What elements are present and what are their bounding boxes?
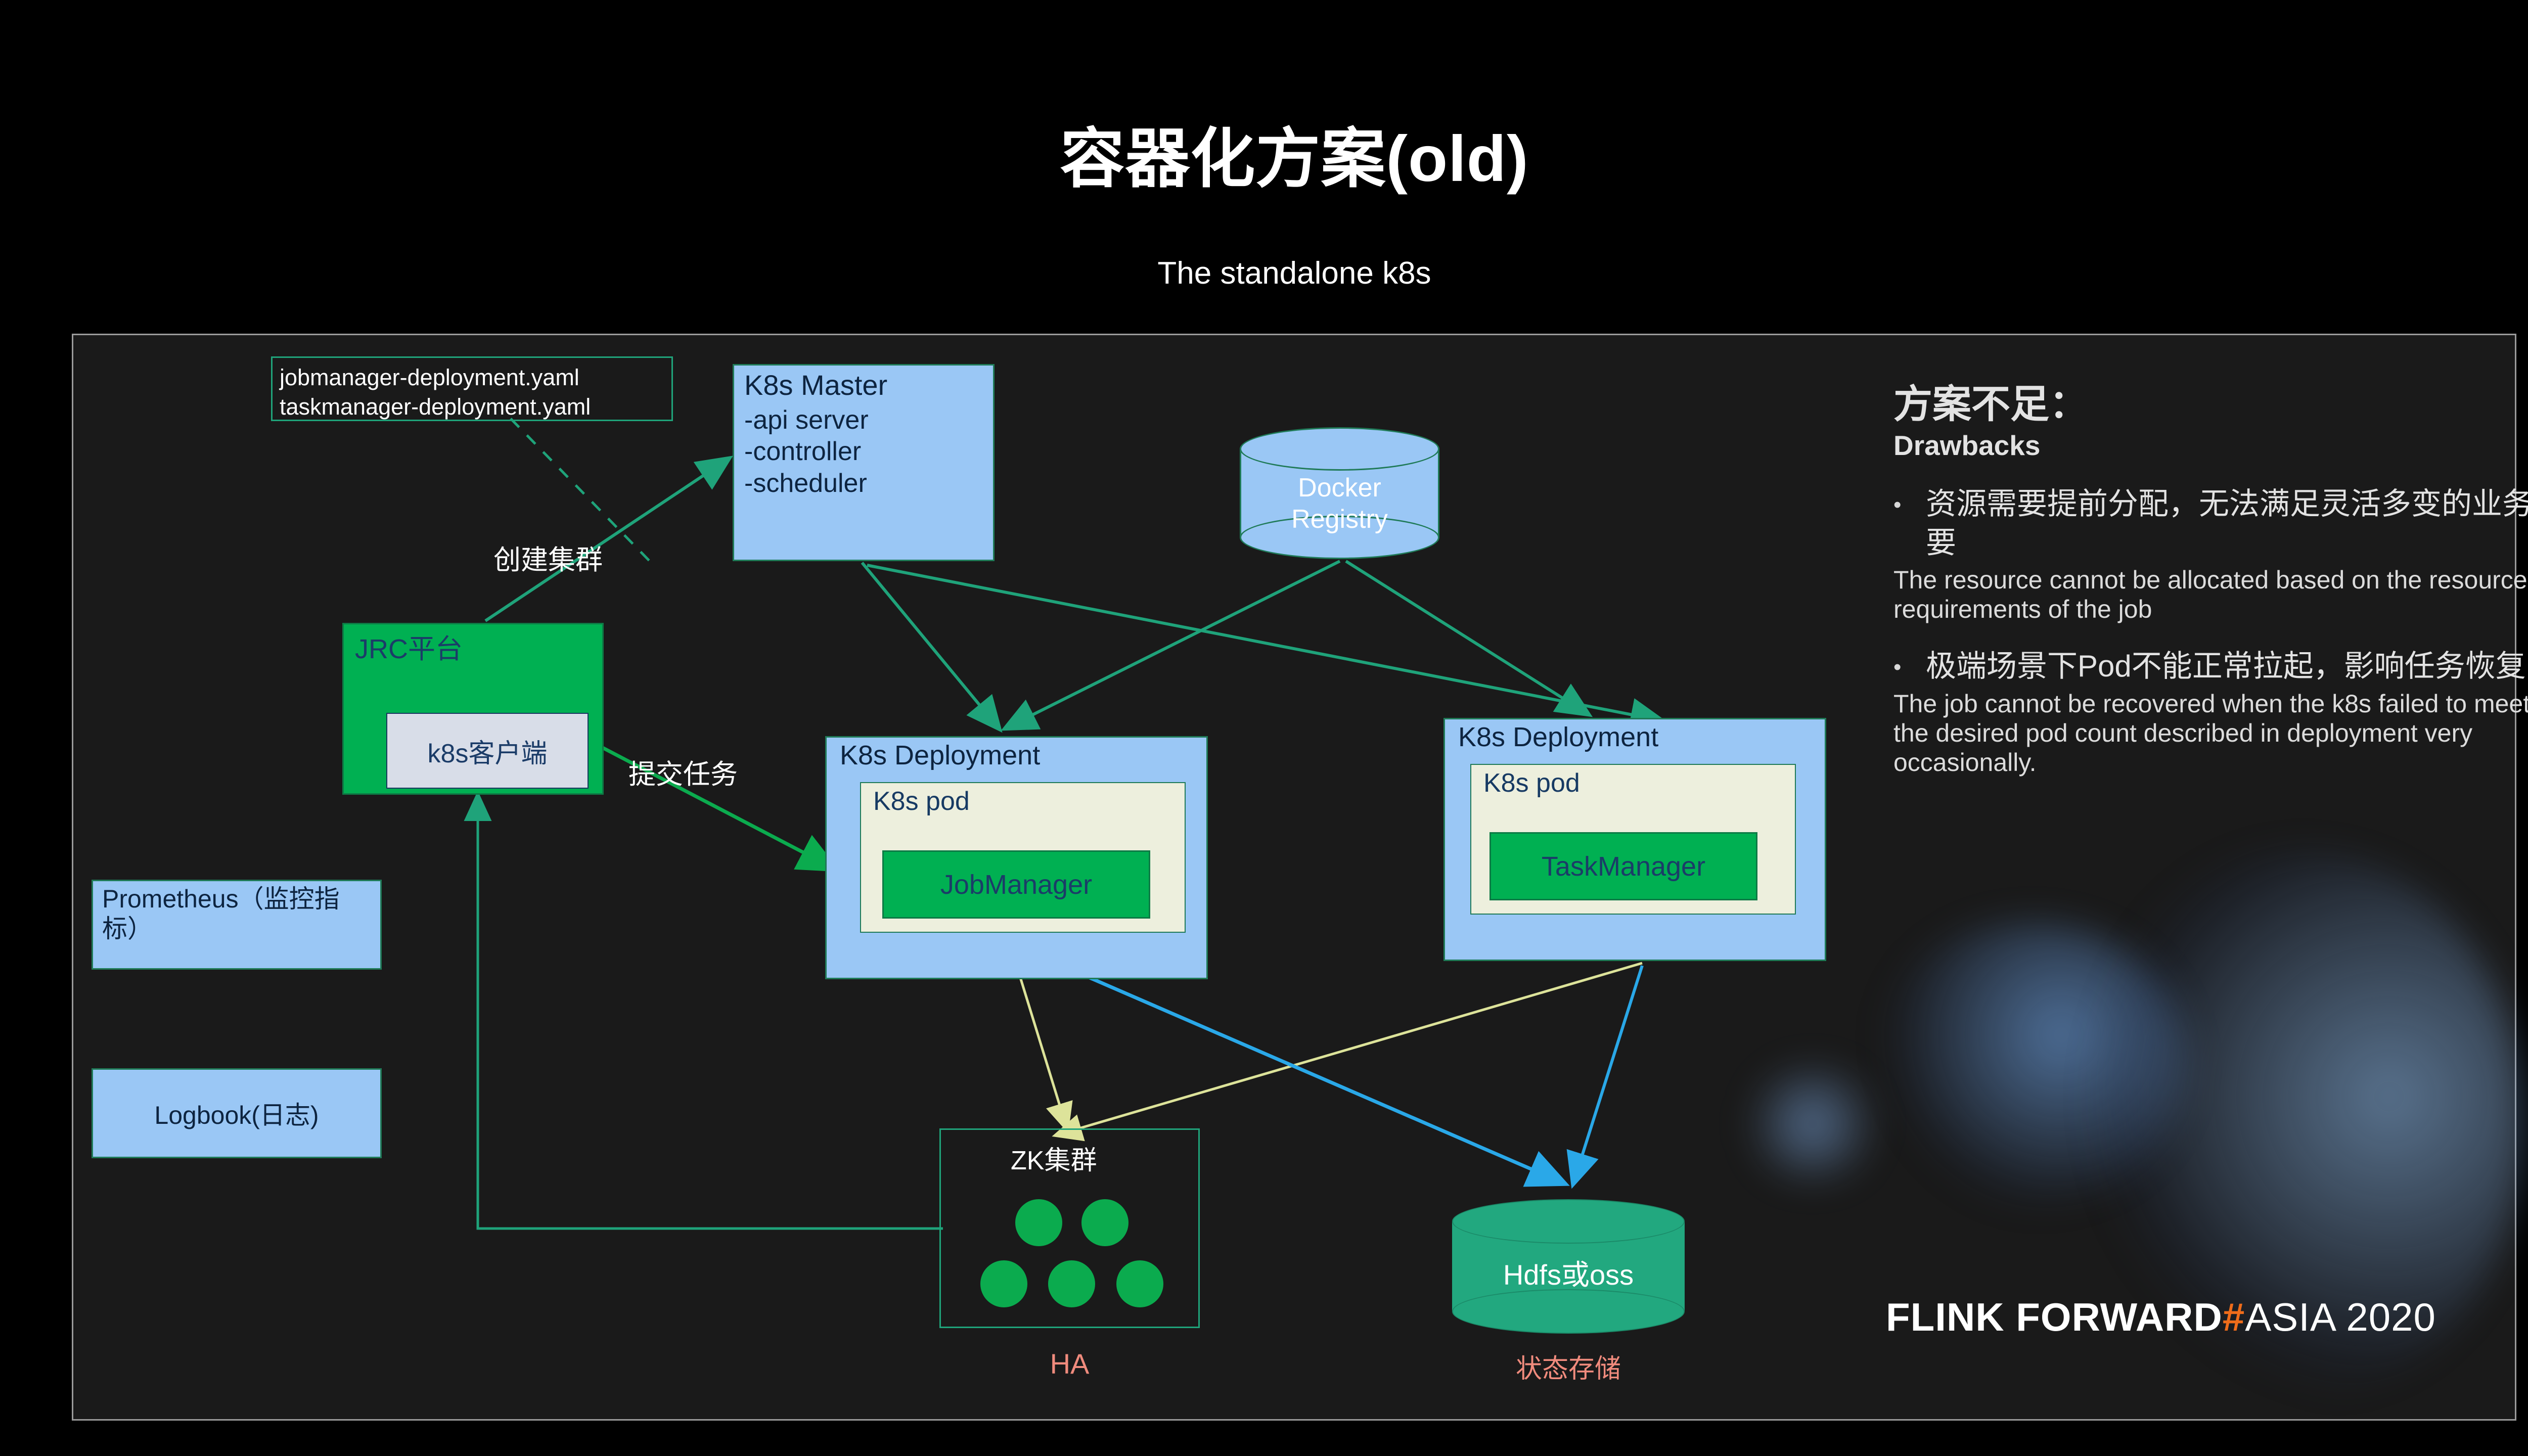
zk-cluster-caption: HA — [1050, 1348, 1090, 1380]
k8s-deployment-left[interactable]: K8s Deployment K8s pod JobManager — [825, 736, 1208, 979]
jrc-platform-title: JRC平台 — [355, 634, 463, 664]
logo-brand-bold: FLINK FORWARD — [1886, 1295, 2223, 1339]
zk-node-dot — [1015, 1199, 1062, 1246]
drawback-2-en: The job cannot be recovered when the k8s… — [1893, 690, 2528, 777]
edge-label-create-cluster: 创建集群 — [493, 545, 603, 575]
background-glow-artwork — [1873, 922, 2187, 1205]
cylinder-top — [1452, 1199, 1685, 1244]
drawback-item-1: • 资源需要提前分配，无法满足灵活多变的业务需要 — [1893, 485, 2528, 563]
docker-registry-line1: Docker — [1298, 473, 1381, 503]
logbook-label: Logbook(日志) — [154, 1101, 319, 1129]
drawback-1-cn: 资源需要提前分配，无法满足灵活多变的业务需要 — [1926, 486, 2528, 560]
pod-right-label: K8s pod — [1483, 768, 1580, 798]
deployment-left-title: K8s Deployment — [840, 740, 1041, 770]
logo-brand-light: ASIA 2020 — [2245, 1295, 2436, 1339]
page-title: 容器化方案(old) — [1060, 123, 1529, 195]
taskmanager-label: TaskManager — [1541, 851, 1706, 882]
jobmanager-label: JobManager — [940, 869, 1093, 900]
k8s-master-controller: -controller — [744, 437, 862, 467]
k8s-client-node[interactable]: k8s客户端 — [386, 713, 589, 789]
logo-hash-icon: # — [2222, 1295, 2245, 1339]
bullet-marker-icon: • — [1893, 492, 1902, 517]
zk-node-dot — [980, 1260, 1027, 1307]
k8s-pod-left[interactable]: K8s pod JobManager — [860, 782, 1186, 933]
drawback-2-cn: 极端场景下Pod不能正常拉起，影响任务恢复 — [1926, 649, 2526, 684]
docker-registry-node[interactable]: Docker Registry — [1240, 427, 1439, 559]
k8s-deployment-right[interactable]: K8s Deployment K8s pod TaskManager — [1443, 718, 1826, 961]
drawback-1-en: The resource cannot be allocated based o… — [1893, 566, 2527, 624]
zk-node-dot — [1048, 1260, 1095, 1307]
jobmanager-container[interactable]: JobManager — [882, 850, 1150, 919]
prometheus-label: Prometheus（监控指标） — [102, 885, 340, 943]
background-glow-artwork-3 — [1737, 1063, 1888, 1185]
drawbacks-title-en: Drawbacks — [1893, 429, 2041, 461]
jrc-platform-node[interactable]: JRC平台 k8s客户端 — [342, 623, 604, 795]
cylinder-top — [1240, 427, 1439, 471]
hdfs-label: Hdfs或oss — [1503, 1259, 1634, 1291]
k8s-client-label: k8s客户端 — [427, 739, 548, 768]
taskmanager-container[interactable]: TaskManager — [1489, 832, 1757, 900]
zk-node-dot — [1116, 1260, 1163, 1307]
k8s-master-scheduler: -scheduler — [744, 468, 867, 498]
docker-registry-line2: Registry — [1291, 505, 1388, 534]
yaml-file-jobmanager: jobmanager-deployment.yaml — [280, 365, 579, 390]
pod-left-label: K8s pod — [873, 787, 970, 816]
logbook-node[interactable]: Logbook(日志) — [92, 1068, 382, 1158]
hdfs-node[interactable]: Hdfs或oss — [1452, 1199, 1685, 1334]
cylinder-bottom — [1240, 516, 1439, 559]
yaml-file-taskmanager: taskmanager-deployment.yaml — [280, 393, 591, 420]
drawbacks-title-cn: 方案不足： — [1893, 383, 2088, 426]
k8s-master-title: K8s Master — [744, 369, 888, 401]
zk-cluster-title: ZK集群 — [1011, 1146, 1097, 1175]
flink-forward-asia-logo: FLINK FORWARD#ASIA 2020 — [1886, 1294, 2436, 1340]
cylinder-bottom — [1452, 1289, 1685, 1334]
k8s-master-api-server: -api server — [744, 405, 869, 435]
zk-cluster-node[interactable]: ZK集群 — [939, 1128, 1200, 1328]
edge-label-submit-job: 提交任务 — [628, 759, 738, 790]
deployment-right-title: K8s Deployment — [1458, 722, 1659, 752]
drawback-item-2: • 极端场景下Pod不能正常拉起，影响任务恢复 — [1893, 647, 2528, 686]
yaml-files-box[interactable]: jobmanager-deployment.yaml taskmanager-d… — [271, 356, 673, 421]
drawbacks-panel: 方案不足： Drawbacks • 资源需要提前分配，无法满足灵活多变的业务需要… — [1893, 384, 2528, 777]
zk-node-dot — [1081, 1199, 1128, 1246]
bullet-marker-icon: • — [1893, 655, 1902, 680]
k8s-master-node[interactable]: K8s Master -api server -controller -sche… — [733, 364, 995, 561]
prometheus-node[interactable]: Prometheus（监控指标） — [92, 880, 382, 970]
page-subtitle: The standalone k8s — [1157, 256, 1431, 291]
hdfs-caption: 状态存储 — [1515, 1354, 1621, 1384]
k8s-pod-right[interactable]: K8s pod TaskManager — [1470, 764, 1796, 915]
